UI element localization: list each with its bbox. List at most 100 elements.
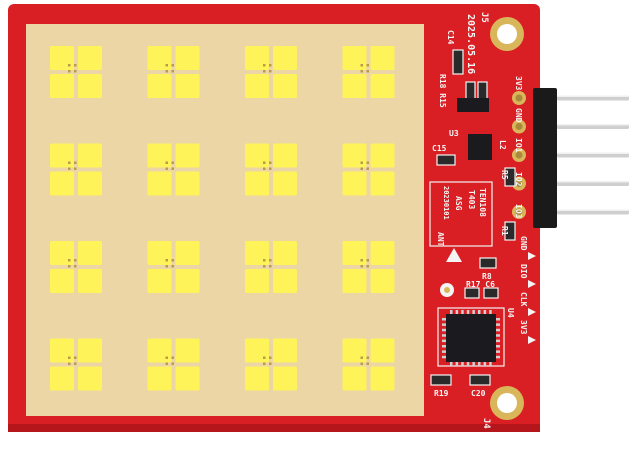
antenna-pad [342, 171, 367, 196]
chip-lead [483, 310, 487, 314]
header-pins [557, 95, 629, 215]
chip-u3 [457, 98, 489, 112]
pin-arrow [528, 336, 536, 344]
silk-side-gnd: GND [519, 236, 528, 251]
feed-via [171, 265, 174, 268]
header-pad-hole [515, 151, 523, 159]
chip-lead [496, 318, 500, 321]
antenna-pad [50, 74, 74, 98]
antenna-pad [147, 74, 172, 98]
antenna-pad [273, 366, 297, 391]
antenna-pad [78, 143, 102, 168]
feed-via [263, 161, 266, 164]
feed-via [263, 362, 266, 365]
chip-lead [489, 362, 492, 366]
feed-via [68, 259, 71, 262]
feed-via [171, 70, 174, 73]
feed-via [68, 265, 71, 268]
feed-via [74, 265, 77, 268]
silk-corner-bottom: J4 [481, 418, 491, 429]
silk-part-3: ASG [454, 196, 463, 211]
pin-highlight [557, 181, 629, 183]
antenna-array [50, 46, 395, 391]
antenna-pad [175, 74, 200, 98]
chip-lead [461, 362, 464, 366]
feed-via [269, 70, 272, 73]
antenna-patch-cluster [245, 338, 297, 391]
silk-u3: U3 [449, 129, 459, 138]
silk-c20: C20 [471, 389, 486, 398]
feed-via [269, 362, 272, 365]
antenna-pad [50, 366, 74, 391]
header-pad-hole [515, 94, 523, 102]
component-r17 [464, 287, 480, 299]
antenna-pad [370, 46, 395, 70]
silk-r5: R5 [500, 170, 509, 180]
antenna-pad [273, 338, 297, 363]
component-c15 [436, 154, 456, 166]
pin-highlight [557, 152, 629, 154]
antenna-pad [175, 46, 200, 70]
chip-lead [442, 355, 446, 359]
feed-via [366, 167, 369, 170]
antenna-pad [175, 366, 200, 391]
antenna-patch-cluster [342, 241, 395, 293]
feed-via [68, 167, 71, 170]
chip-lead [442, 345, 446, 348]
antenna-patch-cluster [342, 46, 395, 98]
silk-part-4: 20230101 [442, 186, 450, 220]
antenna-patch-cluster [147, 241, 200, 293]
chip-lead [496, 334, 500, 337]
component-c14 [452, 49, 464, 75]
feed-via [74, 167, 77, 170]
feed-via [269, 161, 272, 164]
chip-lead [461, 310, 464, 314]
mounting-hole-bottom [490, 386, 524, 420]
feed-via [68, 64, 71, 67]
feed-via [263, 64, 266, 67]
feed-via [366, 265, 369, 268]
antenna-pad [245, 171, 269, 196]
antenna-patch-cluster [147, 46, 200, 98]
component-r19 [430, 374, 452, 386]
feed-via [171, 259, 174, 262]
antenna-patch-cluster [245, 241, 297, 293]
chip-lead [496, 355, 500, 359]
feed-via [366, 259, 369, 262]
feed-via [269, 167, 272, 170]
antenna-pad [370, 143, 395, 168]
silk-part-2: T403 [467, 190, 476, 209]
feed-via [74, 161, 77, 164]
antenna-pad [147, 171, 172, 196]
chip-lead [478, 310, 481, 314]
chip-lead [455, 362, 459, 366]
antenna-patch-cluster [147, 143, 200, 196]
antenna-pad [342, 269, 367, 293]
antenna-pad [370, 269, 395, 293]
component-c20 [469, 374, 491, 386]
feed-via [366, 161, 369, 164]
chip-lead [442, 318, 446, 321]
antenna-pad [50, 269, 74, 293]
silk-r19: R19 [434, 389, 449, 398]
feed-via [171, 167, 174, 170]
antenna-patch-cluster [245, 46, 297, 98]
antenna-pad [78, 269, 102, 293]
chip-u4-frame [437, 307, 505, 367]
feed-via [68, 356, 71, 359]
antenna-patch-cluster [342, 338, 395, 391]
antenna-pad [273, 241, 297, 265]
feed-via [74, 70, 77, 73]
silk-l2: L2 [498, 140, 507, 150]
antenna-pad [342, 74, 367, 98]
pin-arrow [528, 252, 536, 260]
chip-lead [496, 339, 500, 343]
antenna-pad [273, 46, 297, 70]
chip-lead [496, 328, 500, 332]
pcb-edge-shadow [8, 424, 540, 432]
silk-pin-3v3: 3V3 [514, 76, 523, 91]
feed-via [171, 64, 174, 67]
feed-via [263, 70, 266, 73]
antenna-pad [78, 366, 102, 391]
